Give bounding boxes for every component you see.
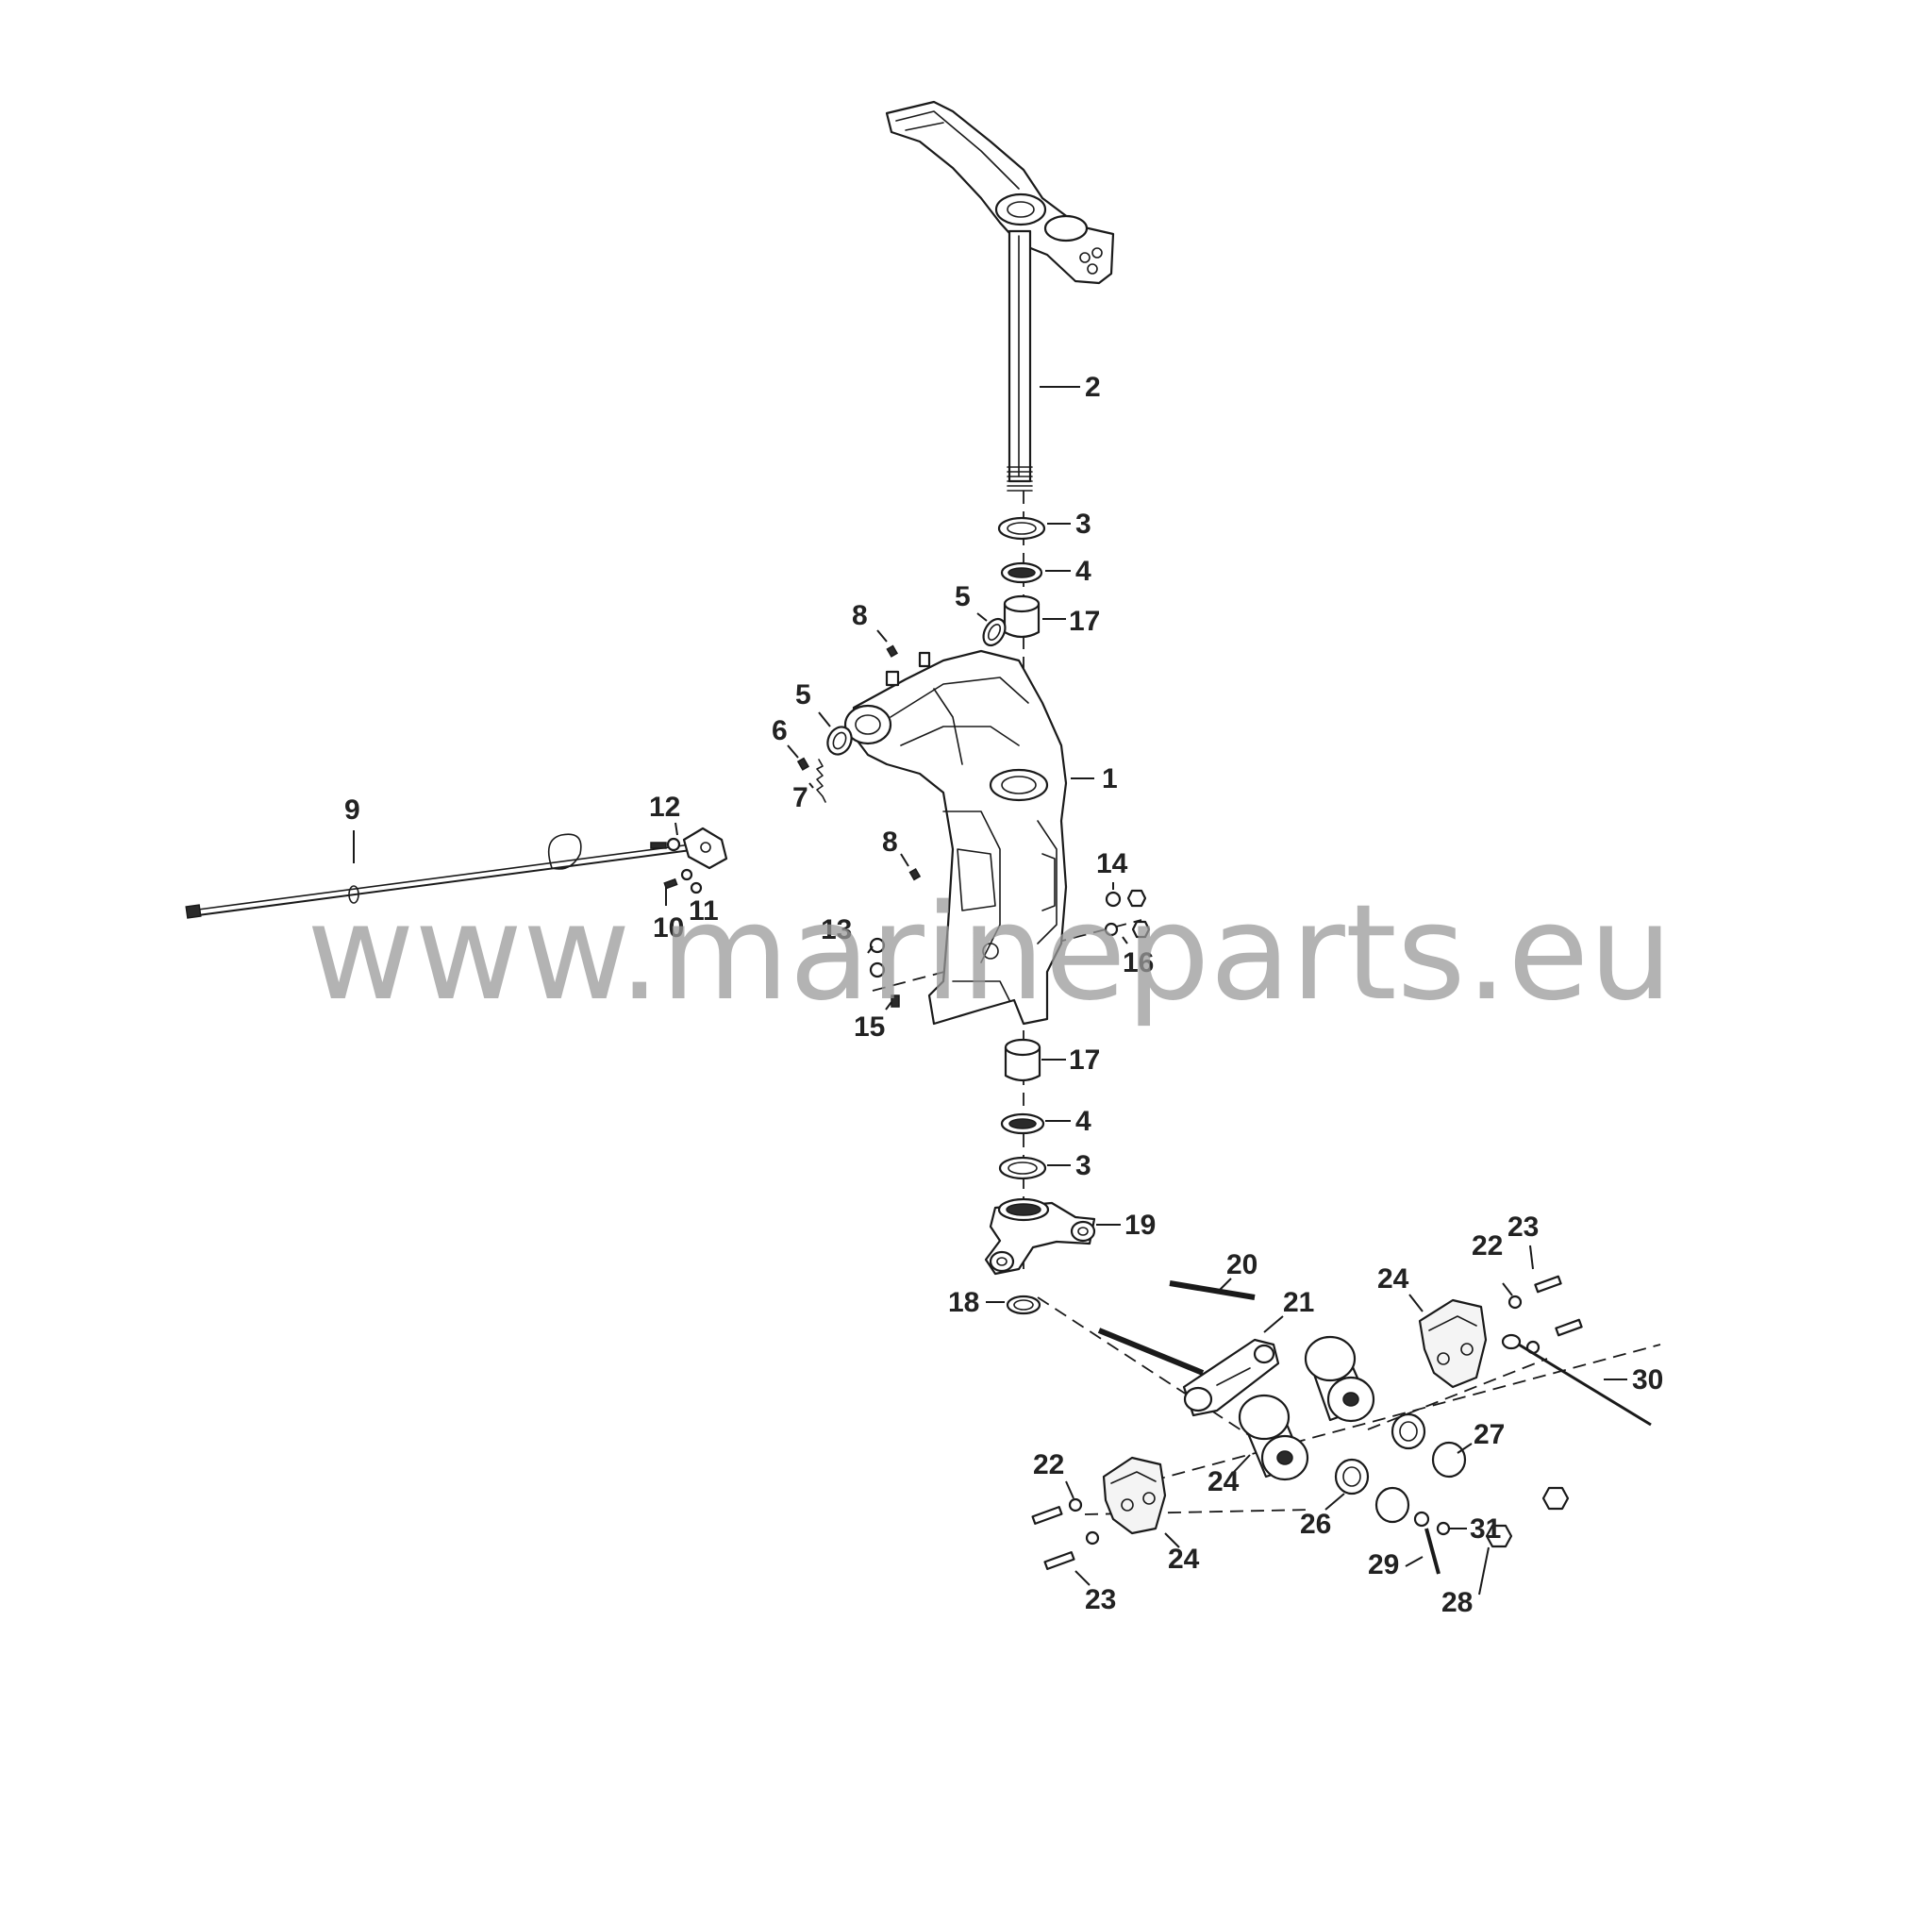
callout-15: 15 — [854, 1011, 885, 1043]
callout-22-left: 22 — [1033, 1449, 1064, 1480]
callout-3-upper: 3 — [1075, 509, 1091, 540]
mount-bracket-24-left — [1102, 1456, 1167, 1535]
fastener-14 — [1105, 889, 1147, 908]
callout-26: 26 — [1300, 1509, 1331, 1540]
callout-8-upper: 8 — [852, 600, 868, 631]
callout-3-lower: 3 — [1075, 1150, 1091, 1181]
callout-14: 14 — [1096, 848, 1128, 879]
callout-13: 13 — [821, 914, 852, 945]
swivel-bracket — [843, 649, 1068, 1026]
upper-washer-3 — [997, 516, 1046, 541]
leader-lines — [353, 386, 1627, 1596]
callout-5-bracket: 5 — [795, 679, 811, 710]
lower-yoke — [984, 1197, 1096, 1276]
callout-labels: 2 3 4 17 5 8 5 6 7 1 8 9 12 10 11 13 14 … — [344, 372, 1663, 1618]
fastener-16 — [1104, 920, 1151, 939]
bolt-23-left — [1031, 1506, 1075, 1570]
steering-arm-and-shaft — [885, 100, 1115, 492]
mount-bracket-24-right — [1418, 1298, 1488, 1389]
washer-22-left — [1068, 1497, 1100, 1546]
callout-21: 21 — [1283, 1287, 1314, 1318]
o-ring-18 — [1006, 1295, 1041, 1315]
callout-31: 31 — [1470, 1513, 1501, 1545]
callout-16: 16 — [1123, 947, 1154, 978]
callout-24-left: 24 — [1168, 1544, 1200, 1575]
rubber-mount-25-lower — [1238, 1394, 1309, 1481]
link-plate-21 — [1182, 1338, 1280, 1417]
lower-washer-3 — [998, 1156, 1047, 1180]
washer-26 — [1334, 1412, 1426, 1496]
upper-o-ring-5 — [982, 617, 1007, 647]
ground-strap-30 — [1501, 1333, 1652, 1427]
callout-20: 20 — [1226, 1249, 1257, 1280]
callout-24-right: 24 — [1377, 1263, 1409, 1295]
washer-27 — [1374, 1441, 1467, 1524]
callout-29: 29 — [1368, 1549, 1399, 1580]
callout-2: 2 — [1085, 372, 1101, 403]
callout-18: 18 — [948, 1287, 979, 1318]
lower-seal-4 — [1000, 1112, 1045, 1135]
callout-10: 10 — [653, 912, 684, 944]
steering-link-rod — [185, 833, 699, 919]
assembly-axis-side-bolts — [872, 919, 1142, 992]
washer-31 — [1413, 1511, 1451, 1536]
callout-7: 7 — [792, 782, 808, 813]
bolt-15 — [891, 994, 900, 1008]
callout-1: 1 — [1102, 763, 1118, 794]
callout-4-upper: 4 — [1075, 556, 1091, 587]
cotter-pin-29 — [1424, 1528, 1441, 1575]
upper-seal-4 — [1000, 561, 1043, 584]
callout-17-lower: 17 — [1069, 1044, 1100, 1076]
callout-9: 9 — [344, 794, 360, 826]
link-rod-screw-10 — [663, 877, 678, 890]
bracket-pin-6 — [796, 757, 809, 771]
bracket-set-screw-8-lower — [908, 868, 922, 881]
link-rod-washer-11 — [680, 868, 703, 894]
nut-28 — [1485, 1486, 1570, 1548]
bolt-23-right — [1534, 1275, 1583, 1337]
callout-8-lower: 8 — [882, 827, 898, 858]
callout-27: 27 — [1474, 1419, 1505, 1450]
bolt-washer-13 — [869, 937, 886, 978]
callout-28: 28 — [1441, 1587, 1473, 1618]
watermark-text: www.marineparts.eu — [307, 877, 1673, 1030]
callout-23-left: 23 — [1085, 1584, 1116, 1615]
lower-bushing-17 — [1004, 1038, 1041, 1082]
bracket-o-ring-5 — [826, 726, 853, 756]
callout-19: 19 — [1124, 1210, 1156, 1241]
callout-17-upper: 17 — [1069, 606, 1100, 637]
upper-bushing-17 — [1003, 594, 1041, 639]
rubber-mount-25-upper — [1304, 1335, 1375, 1423]
assembly-axis-mount-bolts — [1084, 1509, 1312, 1515]
assembly-axis-pivot — [1037, 1296, 1256, 1440]
callout-25: 24 — [1208, 1466, 1240, 1497]
callout-22-right: 22 — [1472, 1230, 1503, 1262]
callout-6: 6 — [772, 715, 788, 746]
callout-5-upper: 5 — [955, 581, 971, 612]
callout-11: 11 — [689, 895, 719, 927]
assembly-axis-lower-mount — [1131, 1344, 1661, 1487]
callout-23-right: 23 — [1507, 1212, 1539, 1243]
callout-12: 12 — [649, 792, 680, 823]
callout-4-lower: 4 — [1075, 1106, 1091, 1137]
bracket-spring-7 — [816, 759, 826, 803]
callout-30: 30 — [1632, 1364, 1663, 1395]
bracket-set-screw-8-upper — [886, 644, 898, 658]
pin-20 — [1097, 1280, 1256, 1376]
link-rod-end-12 — [650, 827, 728, 870]
